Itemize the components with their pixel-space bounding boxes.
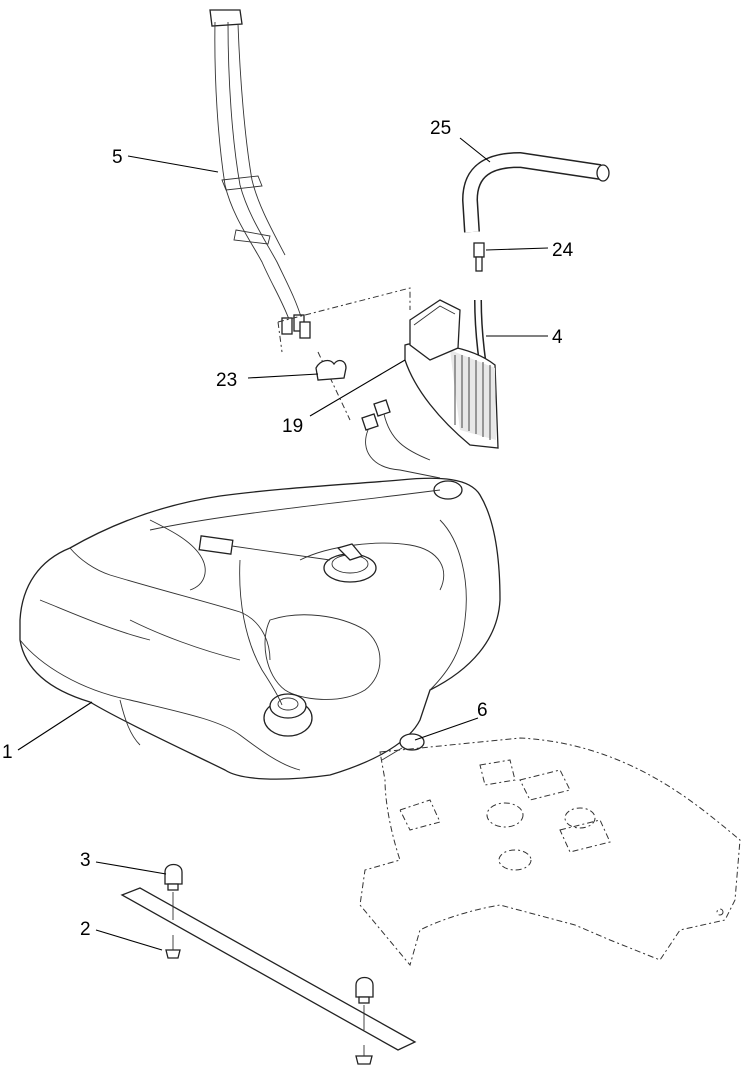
callout-25: 25 [430,118,451,139]
part-3-bumpers [164,863,374,1004]
callout-labels: 5 25 24 4 23 19 1 6 3 2 [2,118,574,940]
callout-1: 1 [2,742,13,763]
mounting-plate-phantom [359,737,741,967]
part-19-fuel-pump-module [404,299,499,449]
callout-5: 5 [112,147,123,168]
part-25-vent-hose [461,151,610,233]
callout-24: 24 [552,240,574,261]
callout-23: 23 [216,370,237,391]
part-5-fuel-hoses [209,9,311,339]
callout-3: 3 [80,850,91,871]
part-24-fitting [473,242,485,272]
mounting-strap [120,887,417,1051]
callout-2: 2 [80,919,91,940]
callout-6: 6 [477,700,488,721]
callout-4: 4 [552,327,563,348]
part-1-fuel-tank [19,477,501,780]
leader-lines [17,137,549,951]
part-23-clip [315,359,347,381]
callout-19: 19 [282,416,303,437]
part-2-bolts [165,892,373,1065]
tank-fittings [361,399,441,479]
